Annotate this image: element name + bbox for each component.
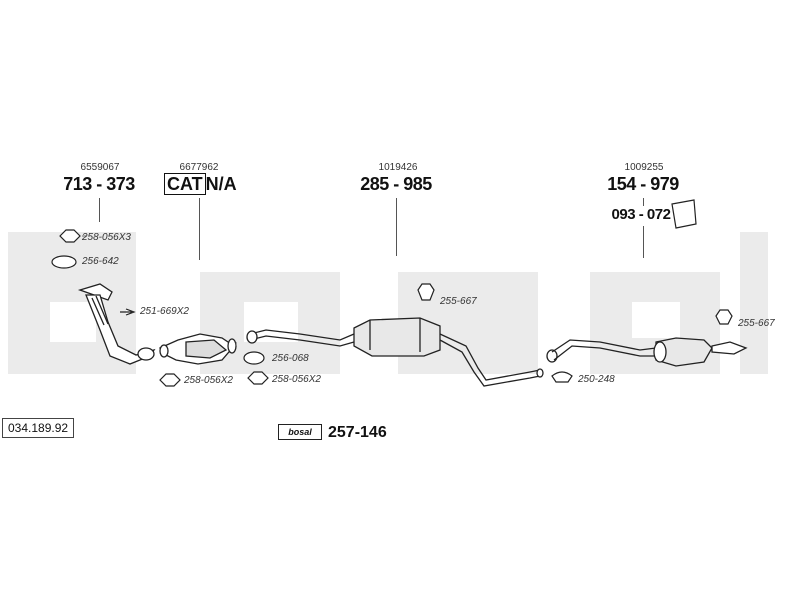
nut-mid-drawing (247, 371, 269, 385)
oem-number-downpipe: 6559067 (80, 162, 120, 173)
cat-suffix-label: N/A (205, 174, 237, 194)
watermark-l (740, 232, 768, 374)
label-hanger-mid[interactable]: 255-667 (440, 296, 477, 307)
part-number-downpipe[interactable]: 713 - 373 (63, 174, 135, 194)
nut-top-drawing (59, 229, 81, 243)
clamp-drawing (551, 371, 573, 383)
heat-shield-drawing (671, 199, 697, 229)
watermark-hole-a (632, 302, 680, 338)
label-hanger-rear[interactable]: 255-667 (738, 318, 775, 329)
catalytic-converter-drawing (159, 333, 237, 365)
hanger-rear-drawing (715, 309, 733, 325)
label-clamp[interactable]: 250-248 (578, 374, 615, 385)
label-gasket-top[interactable]: 256-642 (82, 256, 119, 267)
leader-rear-silencer (643, 226, 644, 258)
rear-silencer-drawing (546, 337, 748, 367)
kit-number[interactable]: 257-146 (328, 424, 387, 441)
downpipe-drawing (77, 283, 156, 365)
leader-rear-silencer-top (643, 198, 644, 206)
leader-downpipe (99, 198, 100, 222)
hanger-mid-drawing (417, 283, 435, 301)
part-number-middle-silencer[interactable]: 285 - 985 (360, 174, 432, 194)
gasket-mid-drawing (243, 351, 265, 365)
label-nut-mid[interactable]: 258-056X2 (272, 374, 321, 385)
bolt-drawing (120, 308, 136, 316)
label-nut-left[interactable]: 258-056X2 (184, 375, 233, 386)
bosal-kit-badge: bosal (278, 424, 322, 440)
cat-box-label: CAT (164, 173, 206, 195)
accessory-leaders (82, 235, 237, 346)
oem-number-rear-silencer: 1009255 (624, 162, 664, 173)
gasket-top-drawing (51, 255, 77, 269)
part-number-rear-silencer[interactable]: 154 - 979 (607, 174, 679, 194)
watermark-hole-b (50, 302, 96, 342)
oem-number-middle-silencer: 1019426 (378, 162, 418, 173)
label-gasket-mid[interactable]: 256-068 (272, 353, 309, 364)
nut-left-drawing (159, 373, 181, 387)
mount-drawings (51, 199, 733, 387)
middle-silencer-drawing (246, 317, 544, 387)
label-bolt[interactable]: 251-669X2 (140, 306, 189, 317)
leader-middle-silencer (396, 198, 397, 256)
oem-number-catalyst: 6677962 (179, 162, 219, 173)
leader-catalyst (199, 198, 200, 260)
label-nut-top[interactable]: 258-056X3 (82, 232, 131, 243)
document-number: 034.189.92 (2, 418, 75, 438)
part-number-heat-shield[interactable]: 093 - 072 (611, 206, 671, 223)
